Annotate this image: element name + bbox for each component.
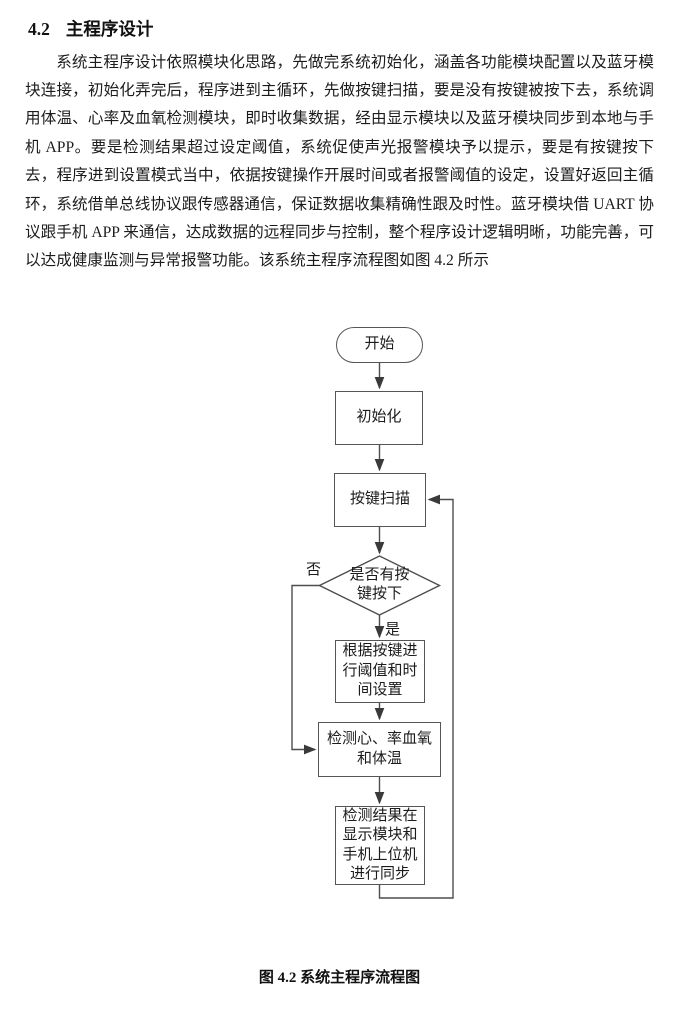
sync-line-2: 显示模块和 — [342, 827, 418, 843]
connector-loop-back — [378, 494, 454, 899]
init-node: 初始化 — [335, 391, 423, 445]
threshold-line-3: 间设置 — [357, 682, 403, 699]
section-heading: 4.2 主程序设计 — [28, 16, 153, 41]
connector-no-branch — [291, 584, 320, 755]
decision-diamond — [317, 555, 442, 616]
sync-node: 检测结果在 显示模块和 手机上位机 进行同步 — [335, 806, 425, 885]
section-title: 主程序设计 — [65, 18, 154, 39]
detect-line-1: 检测心、率血氧 — [326, 731, 432, 747]
sync-line-3: 手机上位机 — [342, 846, 418, 863]
decision-node-label: 是否有按 键按下 — [324, 562, 435, 608]
scan-node: 按键扫描 — [334, 473, 426, 527]
threshold-line-1: 根据按键进 — [342, 643, 418, 660]
no-branch-label: 否 — [306, 562, 322, 578]
threshold-node: 根据按键进 行阈值和时 间设置 — [335, 640, 425, 703]
detect-line-2: 和体温 — [356, 750, 402, 767]
sync-line-4: 进行同步 — [349, 866, 410, 882]
threshold-line-2: 行阈值和时 — [342, 662, 418, 679]
decision-line-2: 键按下 — [356, 586, 402, 602]
decision-line-1: 是否有按 — [349, 566, 410, 583]
scan-node-label: 按键扫描 — [349, 491, 410, 508]
init-node-label: 初始化 — [356, 409, 402, 426]
detect-node: 检测心、率血氧 和体温 — [318, 722, 441, 777]
start-node-label: 开始 — [364, 336, 395, 353]
yes-branch-label: 是 — [385, 622, 401, 638]
section-number: 4.2 — [28, 18, 50, 39]
start-node: 开始 — [336, 327, 423, 363]
body-paragraph: 系统主程序设计依照模块化思路，先做完系统初始化，涵盖各功能模块配置以及蓝牙模块连… — [25, 53, 654, 270]
sync-line-1: 检测结果在 — [342, 807, 418, 824]
figure-caption: 图 4.2 系统主程序流程图 — [258, 970, 421, 986]
